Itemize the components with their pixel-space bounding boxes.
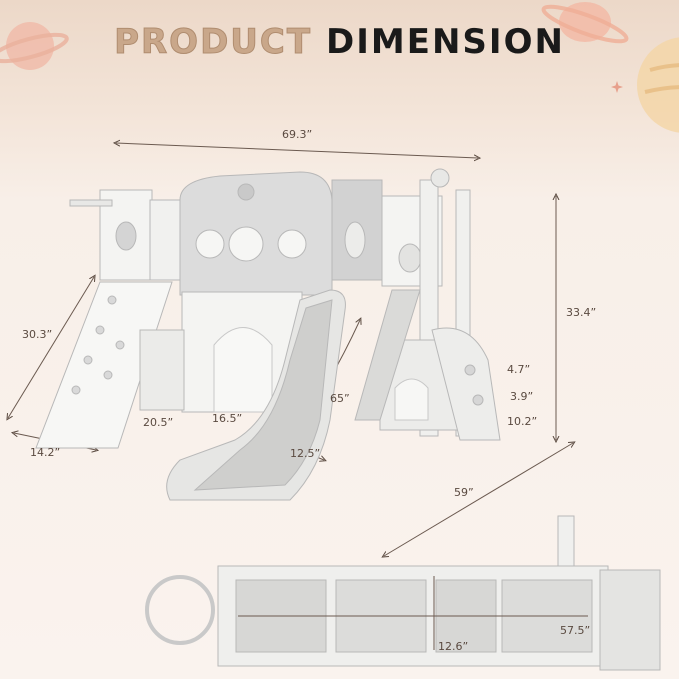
playset-body — [35, 168, 501, 501]
top-view-illustration — [145, 515, 661, 671]
page-title: PRODUCT DIMENSION — [0, 22, 679, 63]
dim-slide-length: 65” — [330, 392, 350, 405]
title-dimension: DIMENSION — [326, 22, 565, 62]
dim-step-3: 10.2” — [507, 415, 538, 428]
dim-arch-width: 20.5” — [143, 416, 174, 429]
star-decoration — [611, 81, 623, 93]
dim-climber-length: 30.3” — [22, 328, 53, 341]
dim-platform-width: 12.6” — [438, 640, 469, 653]
dim-depth: 59” — [454, 486, 474, 499]
dim-height: 33.4” — [566, 306, 597, 319]
dim-arch-height: 16.5” — [212, 412, 243, 425]
dim-step-2: 3.9” — [510, 390, 534, 403]
planet-decoration-far-right — [637, 37, 679, 133]
dim-step-1: 4.7” — [507, 363, 531, 376]
planet-decoration-right — [541, 2, 629, 44]
title-product: PRODUCT — [114, 22, 313, 63]
dim-climber-width: 14.2” — [30, 446, 61, 459]
planet-decoration-left — [0, 22, 69, 70]
dim-slide-width: 12.5” — [290, 447, 321, 460]
dim-platform-length: 57.5” — [560, 624, 591, 637]
dim-total-width: 69.3” — [282, 128, 313, 141]
